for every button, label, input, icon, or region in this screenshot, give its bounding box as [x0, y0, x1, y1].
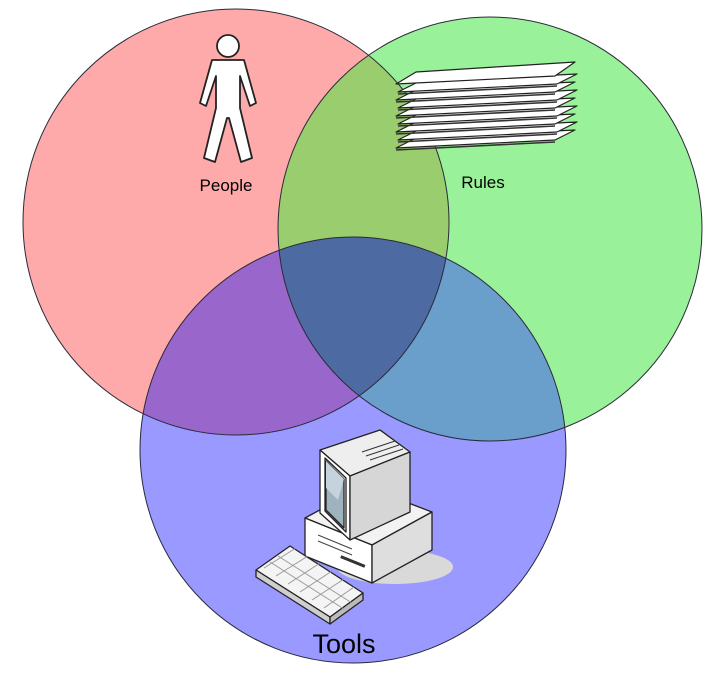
person-icon	[199, 34, 257, 163]
people-label: People	[200, 176, 253, 195]
people-outline	[22, 8, 450, 436]
computer-icon	[255, 429, 453, 625]
rules-label: Rules	[461, 173, 504, 192]
tools-label: Tools	[312, 629, 375, 659]
rules-tools-overlap	[278, 237, 566, 441]
paper-stack-icon	[395, 61, 578, 151]
tools-outline	[139, 236, 567, 664]
rules-outline	[277, 16, 703, 442]
people-tools-overlap	[140, 237, 449, 435]
